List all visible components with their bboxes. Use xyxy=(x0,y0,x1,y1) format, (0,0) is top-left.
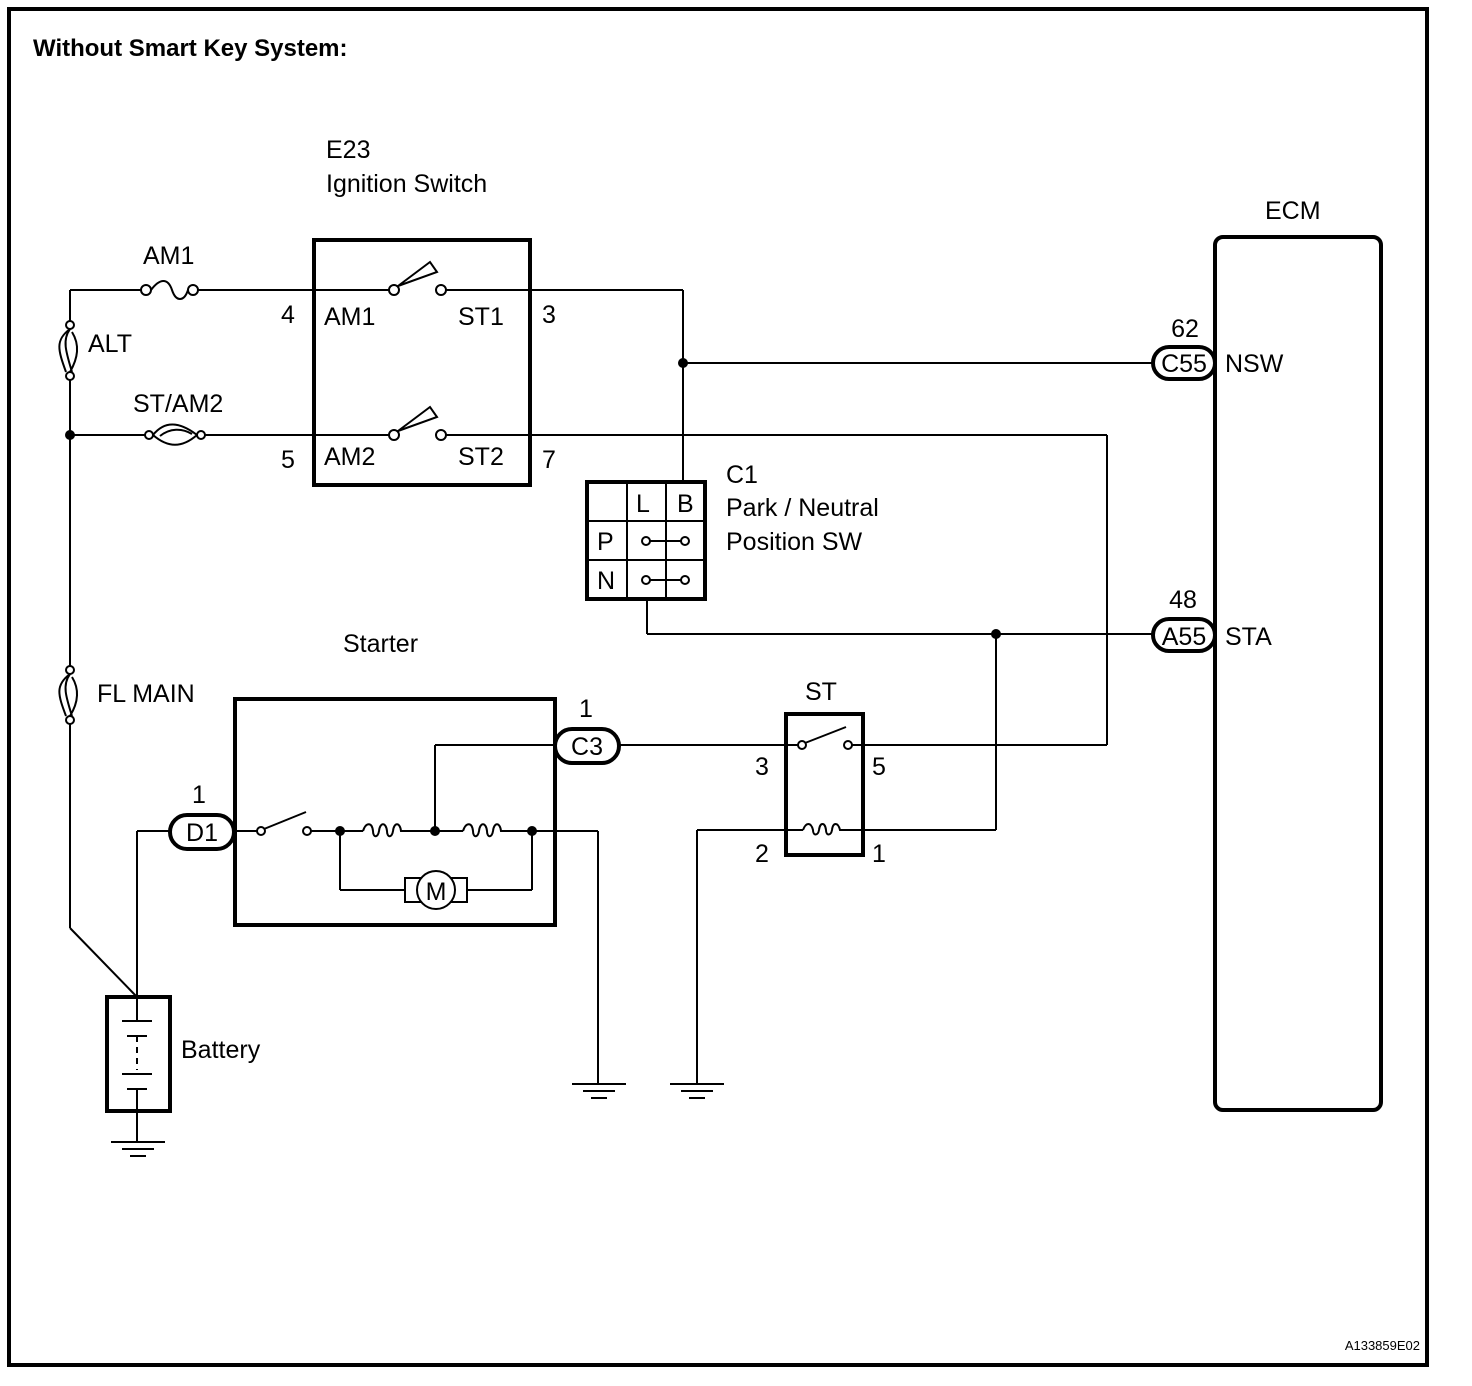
starter-label: Starter xyxy=(343,630,418,658)
pin-label: 3 xyxy=(755,753,769,781)
pn-switch-name-1: Park / Neutral xyxy=(726,494,879,522)
pin-label: 62 xyxy=(1171,315,1199,343)
pin-label: 3 xyxy=(542,301,556,329)
pn-column-label: B xyxy=(677,490,694,518)
st-relay-switch-icon xyxy=(797,726,853,750)
ecm-box xyxy=(1213,235,1383,1112)
pn-row-label: N xyxy=(597,567,615,595)
pn-column-label: L xyxy=(636,490,650,518)
junction-dot xyxy=(65,430,75,440)
connector-label: C3 xyxy=(571,733,603,761)
pn-switch-code: C1 xyxy=(726,461,758,489)
battery-icon xyxy=(105,995,172,1113)
fl-main-fuse-label: FL MAIN xyxy=(97,680,195,708)
alt-fuse-label: ALT xyxy=(88,330,132,358)
ignition-st2-label: ST2 xyxy=(458,443,504,471)
alt-fusible-link-icon xyxy=(58,320,78,381)
st-relay-coil-icon xyxy=(802,823,848,836)
ecm-label: ECM xyxy=(1265,197,1321,225)
pin-label: 1 xyxy=(579,695,593,723)
starter-solenoid-switch-icon xyxy=(256,811,312,836)
ecm-connector-a55: A55 xyxy=(1151,617,1217,653)
diagram-frame xyxy=(7,7,1429,1367)
st-relay-label: ST xyxy=(805,678,837,706)
starter-box xyxy=(233,697,557,927)
connector-label: C55 xyxy=(1161,350,1207,378)
starter-motor-icon xyxy=(404,870,468,910)
pin-label: 7 xyxy=(542,446,556,474)
figure-id: A133859E02 xyxy=(1345,1338,1420,1353)
pin-label: 5 xyxy=(872,753,886,781)
ignition-switch-name: Ignition Switch xyxy=(326,170,487,198)
starter-coil-icon xyxy=(362,823,408,838)
pin-label: 2 xyxy=(755,840,769,868)
ground-icon xyxy=(111,1141,165,1157)
battery-label: Battery xyxy=(181,1036,261,1064)
pin-label: 1 xyxy=(192,781,206,809)
ignition-switch-box xyxy=(312,238,532,487)
ignition-am1-label: AM1 xyxy=(324,303,375,331)
ignition-am2-label: AM2 xyxy=(324,443,375,471)
ecm-connector-c55: C55 xyxy=(1151,345,1217,381)
ignition-switch-contact-1 xyxy=(388,260,447,296)
pin-label: 48 xyxy=(1169,586,1197,614)
st-am2-fuse-label: ST/AM2 xyxy=(133,390,223,418)
connector-label: D1 xyxy=(186,819,218,847)
ground-icon xyxy=(572,1083,626,1099)
starter-connector-c3: C3 xyxy=(553,727,621,765)
junction-dot xyxy=(430,826,440,836)
diagram-title: Without Smart Key System: xyxy=(33,35,348,62)
motor-label: M xyxy=(426,878,447,906)
ignition-switch-code: E23 xyxy=(326,136,370,164)
ecm-signal-label: NSW xyxy=(1225,350,1284,378)
starter-connector-d1: D1 xyxy=(168,813,236,851)
pn-switch-name-2: Position SW xyxy=(726,528,863,556)
starter-coil-icon xyxy=(462,823,508,838)
st-am2-fuse-icon xyxy=(144,423,206,446)
fl-main-fusible-link-icon xyxy=(58,665,78,725)
ground-icon xyxy=(670,1083,724,1099)
pn-row-label: P xyxy=(597,528,614,556)
am1-fuse-label: AM1 xyxy=(143,242,194,270)
am1-fuse-icon xyxy=(140,280,199,300)
st-relay-box xyxy=(784,712,865,857)
ignition-st1-label: ST1 xyxy=(458,303,504,331)
power-rail xyxy=(65,289,148,998)
ecm-signal-label: STA xyxy=(1225,623,1272,651)
pin-label: 1 xyxy=(872,840,886,868)
pin-label: 4 xyxy=(281,301,295,329)
ignition-switch-contact-2 xyxy=(388,405,447,441)
pin-label: 5 xyxy=(281,446,295,474)
connector-label: A55 xyxy=(1162,623,1206,651)
